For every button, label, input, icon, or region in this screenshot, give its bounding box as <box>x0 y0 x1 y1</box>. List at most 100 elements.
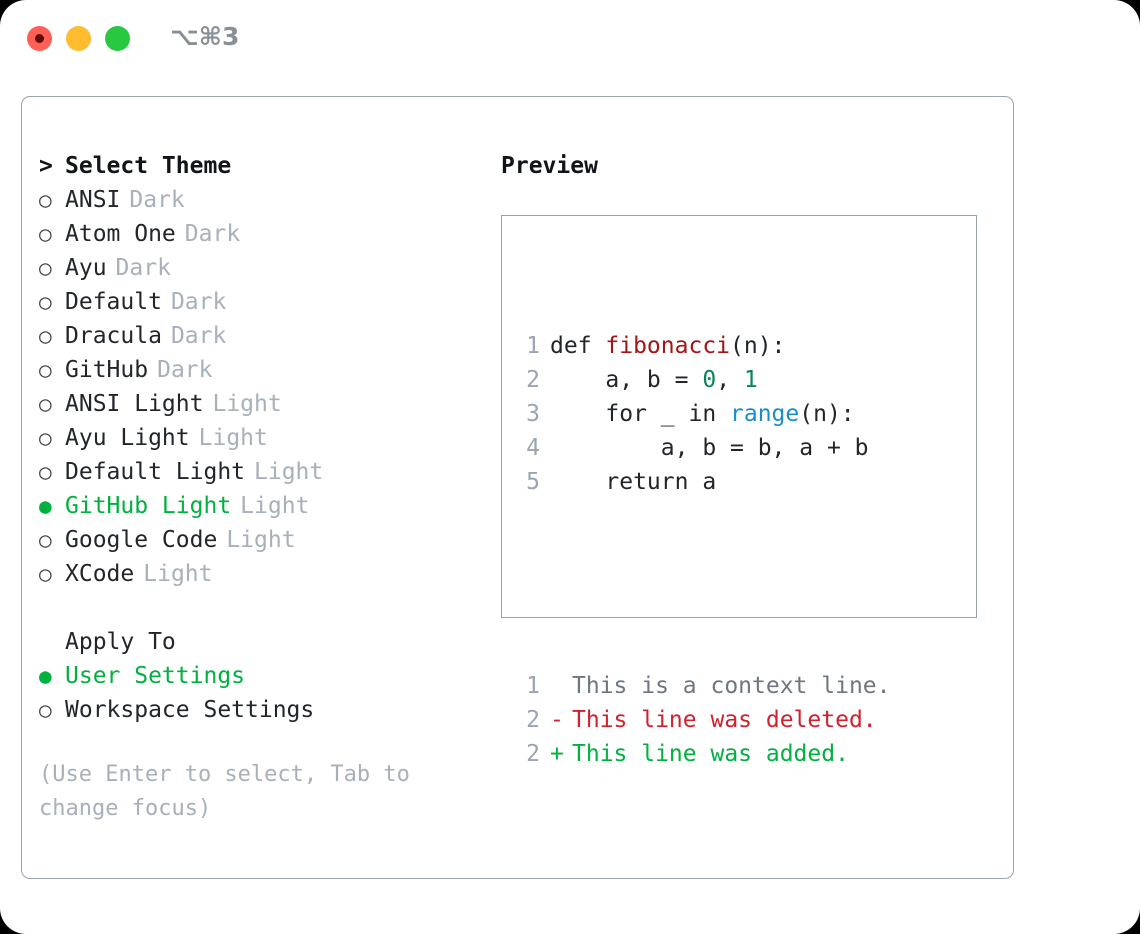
theme-name-label: Ayu Light <box>65 425 190 451</box>
theme-name-label: Dracula <box>65 323 162 349</box>
theme-variant-label: Light <box>198 425 268 451</box>
code-token-plain: (n): <box>730 333 786 359</box>
radio-unselected-icon: ○ <box>39 188 52 212</box>
diff-line: 2 + This line was added. <box>516 737 891 771</box>
apply-to-option[interactable]: ○ Workspace Settings <box>39 693 479 727</box>
theme-variant-label: Dark <box>129 187 185 213</box>
window-controls <box>27 26 130 51</box>
theme-variant-label: Light <box>240 493 310 519</box>
diff-marker <box>550 669 572 703</box>
theme-list-item[interactable]: ○ Ayu Dark <box>39 251 479 285</box>
code-token-num: 1 <box>743 367 758 393</box>
theme-list-item[interactable]: ○ Default Dark <box>39 285 479 319</box>
code-line: 3 for _ in range(n): <box>516 397 891 431</box>
theme-list-item[interactable]: ● GitHub Light Light <box>39 489 479 523</box>
apply-to-heading: Apply To <box>65 629 176 655</box>
diff-text: This line was deleted. <box>572 707 877 733</box>
theme-list-item[interactable]: ○ ANSI Light Light <box>39 387 479 421</box>
diff-marker: - <box>550 707 564 733</box>
theme-list-item[interactable]: ○ XCode Light <box>39 557 479 591</box>
select-theme-heading: > Select Theme <box>39 149 479 183</box>
theme-variant-label: Light <box>226 527 296 553</box>
theme-name-label: ANSI Light <box>65 391 204 417</box>
apply-to-option-label: Workspace Settings <box>65 697 315 723</box>
theme-variant-label: Dark <box>157 357 213 383</box>
theme-name-label: Default <box>65 289 162 315</box>
code-token-plain: , <box>716 367 744 393</box>
preview-heading: Preview <box>501 153 598 179</box>
theme-name-label: ANSI <box>65 187 121 213</box>
keyboard-shortcut-label: ⌥⌘3 <box>170 22 240 51</box>
radio-unselected-icon: ○ <box>39 392 52 416</box>
list-spacer <box>39 591 479 625</box>
radio-unselected-icon: ○ <box>39 290 52 314</box>
code-gap-line <box>516 567 891 601</box>
caret-icon: > <box>39 153 53 179</box>
radio-selected-icon: ● <box>39 494 52 518</box>
apply-to-option[interactable]: ●User Settings <box>39 659 479 693</box>
select-theme-heading-label: Select Theme <box>65 153 232 179</box>
line-number: 2 <box>526 367 540 393</box>
theme-name-label: Ayu <box>65 255 107 281</box>
code-token-fn: fibonacci <box>605 333 731 359</box>
theme-name-label: Google Code <box>65 527 218 553</box>
line-number: 2 <box>526 741 540 767</box>
diff-lines: 1 This is a context line. 2-This line was… <box>516 669 891 771</box>
radio-unselected-icon: ○ <box>39 256 52 280</box>
minimize-button[interactable] <box>66 26 91 51</box>
code-token-plain: a, b = b, a + b <box>550 435 869 461</box>
theme-variant-label: Light <box>212 391 282 417</box>
theme-name-label: XCode <box>65 561 135 587</box>
theme-variant-label: Light <box>254 459 324 485</box>
theme-variant-label: Dark <box>115 255 171 281</box>
radio-unselected-icon: ○ <box>39 562 52 586</box>
line-number: 2 <box>526 707 540 733</box>
diff-line: 2-This line was deleted. <box>516 703 891 737</box>
close-button[interactable] <box>27 26 52 51</box>
radio-unselected-icon: ○ <box>39 222 52 246</box>
theme-list-item[interactable]: ○ Atom One Dark <box>39 217 479 251</box>
diff-marker: + <box>550 741 564 767</box>
radio-unselected-icon: ○ <box>39 698 52 722</box>
radio-unselected-icon: ○ <box>39 460 52 484</box>
code-token-plain: a, b = <box>550 367 703 393</box>
diff-text: This line was added. <box>572 741 849 767</box>
theme-variant-label: Light <box>143 561 213 587</box>
title-bar: ⌥⌘3 <box>0 0 1140 78</box>
line-number: 5 <box>526 469 540 495</box>
code-token-plain: (n): <box>799 401 855 427</box>
code-line: 4 a, b = b, a + b <box>516 431 891 465</box>
theme-name-label: GitHub Light <box>65 493 232 519</box>
theme-list-item[interactable]: ○ Ayu Light Light <box>39 421 479 455</box>
theme-variant-label: Dark <box>170 289 227 315</box>
theme-name-label: Atom One <box>65 221 176 247</box>
apply-to-list: ●User Settings ○ Workspace Settings <box>39 659 479 727</box>
line-number: 1 <box>526 673 540 699</box>
code-line: 5 return a <box>516 465 891 499</box>
diff-text: This is a context line. <box>572 673 891 699</box>
code-token-num: 0 <box>702 367 717 393</box>
theme-variant-label: Dark <box>184 221 241 247</box>
radio-unselected-icon: ○ <box>39 358 52 382</box>
theme-list-item[interactable]: ○ ANSI Dark <box>39 183 479 217</box>
code-line: 2 a, b = 0, 1 <box>516 363 891 397</box>
keyboard-hint: (Use Enter to select, Tab to change focu… <box>39 762 410 821</box>
code-token-builtin: range <box>730 401 800 427</box>
radio-unselected-icon: ○ <box>39 426 52 450</box>
theme-variant-label: Dark <box>170 323 227 349</box>
code-token-plain: def <box>550 333 606 359</box>
maximize-button[interactable] <box>105 26 130 51</box>
